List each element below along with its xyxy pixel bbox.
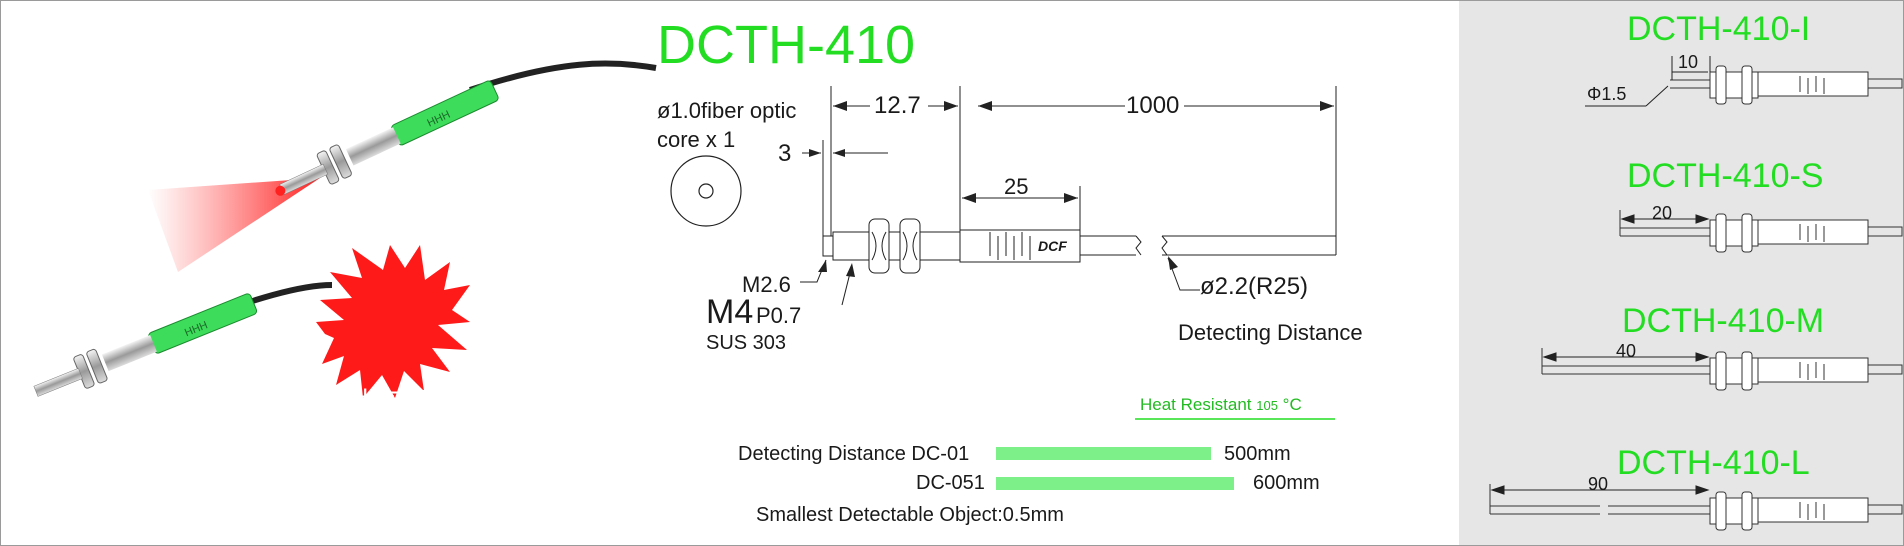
- spec-row-1-label: Detecting Distance DC-01: [738, 443, 970, 465]
- upper-cable: [469, 60, 657, 93]
- nut-2: [899, 218, 921, 274]
- brand-logo: DCF: [1038, 238, 1067, 254]
- dim-3: 3: [778, 140, 792, 167]
- sleeve: [959, 229, 1081, 263]
- spec-row-2-label: DC-051: [916, 472, 985, 494]
- cable-label: ø2.2(R25): [1200, 273, 1309, 300]
- heat-resistant-unit: °C: [1282, 395, 1302, 414]
- dim-25: 25: [1004, 174, 1029, 199]
- product-photo: HHH HHH: [33, 60, 657, 398]
- variant-title-m: DCTH-410-M: [1622, 302, 1825, 340]
- variant-sensor-i: [1670, 65, 1903, 105]
- label-pitch: P0.7: [756, 303, 802, 328]
- variant-extra-i: Φ1.5: [1587, 84, 1627, 104]
- variant-sensor-s: [1619, 210, 1903, 253]
- label-m4: M4: [706, 293, 754, 331]
- variant-dim-i: 10: [1678, 52, 1699, 72]
- variant-title-i: DCTH-410-I: [1627, 10, 1811, 48]
- core-inner-circle: [698, 183, 714, 199]
- variant-dim-s: 20: [1652, 203, 1673, 223]
- lower-sensor: HHH: [33, 293, 258, 397]
- spec-row-1-value: 500mm: [1224, 443, 1291, 465]
- heat-resistant-label: Heat Resistant: [1140, 395, 1252, 414]
- dimension-drawing: [670, 86, 1337, 490]
- badge-starburst: [316, 245, 470, 398]
- variant-dim-l: 90: [1588, 474, 1609, 494]
- smallest-object: Smallest Detectable Object:0.5mm: [756, 504, 1064, 526]
- spec-row-2-value: 600mm: [1253, 472, 1320, 494]
- spec-bar-2: [996, 477, 1234, 490]
- label-m26: M2.6: [742, 272, 791, 297]
- thread-rect: [832, 231, 961, 261]
- main-title: DCTH-410: [657, 15, 916, 75]
- dim-1000: 1000: [1126, 92, 1180, 119]
- nut-1: [868, 218, 890, 274]
- variant-dim-m: 40: [1616, 341, 1637, 361]
- variant-sensor-l: [1489, 484, 1903, 531]
- variant-sensor-m: [1541, 348, 1903, 391]
- fiber-core-line1: ø1.0fiber optic: [657, 98, 797, 123]
- variant-title-s: DCTH-410-S: [1627, 157, 1824, 195]
- upper-sensor: HHH: [275, 80, 499, 196]
- variant-title-l: DCTH-410-L: [1617, 444, 1810, 482]
- light-beam: [148, 178, 320, 272]
- heat-resistant-value: 105: [1256, 398, 1278, 413]
- heat-badge-text: 耐高温105℃: [340, 388, 511, 421]
- spec-bar-1: [996, 447, 1211, 460]
- label-material: SUS 303: [706, 332, 787, 354]
- dim-12-7: 12.7: [874, 92, 921, 119]
- fiber-core-line2: core x 1: [657, 127, 736, 152]
- detecting-distance-label: Detecting Distance: [1178, 320, 1363, 345]
- core-outer-circle: [670, 155, 742, 227]
- heat-resistant-text: Heat Resistant 105 °C: [1140, 395, 1302, 415]
